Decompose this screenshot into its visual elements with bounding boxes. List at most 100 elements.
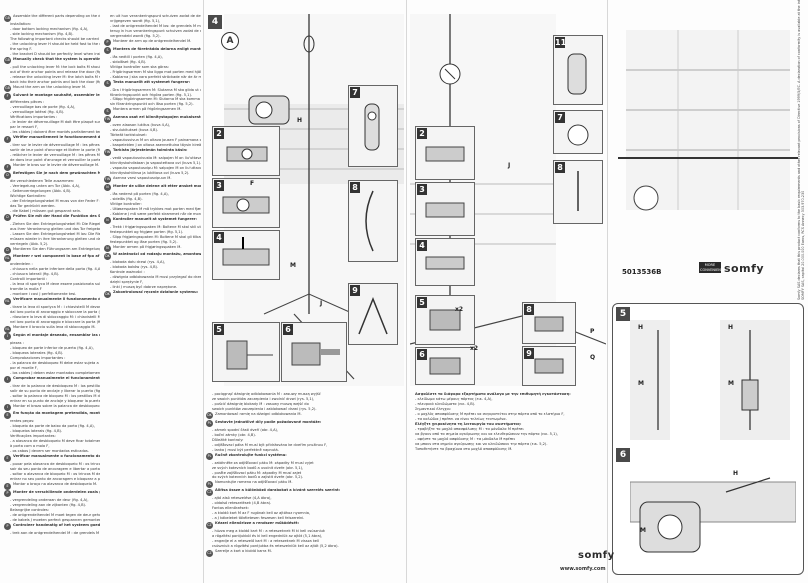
text-line: - les câbles J doivent être montés parfa… (4, 130, 100, 135)
text-line: swoich punktów zaczepienia i zablokować … (206, 407, 406, 412)
language-badge: E (4, 482, 11, 490)
detail-9: 9 (348, 283, 398, 345)
instruction-text: vrijgegeven wordt (fig. 5,1), (110, 18, 161, 23)
instruction-text: Montera armen på frigöringsarmen M. (113, 107, 182, 112)
instruction-text: - ajtó alsó reteszelése (4,A ábra), (212, 496, 272, 501)
instruction-text: - verrouillage bas de porte (fig. 4,A), (10, 105, 76, 110)
instruction-text: - Kablarna J ska vara perfekt sträckade … (110, 74, 201, 79)
text-line: - a alavanca de desbloqueio M deve ficar… (4, 439, 100, 444)
instruction-text: - der Entriegelungshebel M muss von der … (10, 198, 100, 203)
text-line: - montare i cavi J perfettamente tesi. (4, 292, 100, 297)
language-badge: D (4, 171, 11, 179)
instruction-text: ze svých kotevních bodů a uvolnit dveře … (212, 465, 304, 470)
text-line: Kontrole ważności : (104, 270, 201, 275)
instruction-text: Zamontować ramię na dźwigni odblokowania… (215, 411, 302, 416)
text-line: différentes pièces : (4, 100, 100, 105)
text-line: - Kablene J må være perfekt strammet når… (104, 212, 201, 217)
text-line: - der Entriegelungshebel M muss von der … (4, 199, 100, 204)
instruction-text: Monter le bras sur le levier de déverrou… (13, 163, 100, 168)
instruction-text: - relâcher le levier de verrouillage M :… (10, 153, 100, 158)
instruction-text: - door bottom locking mechanism (fig. 4,… (10, 26, 89, 31)
text-line: - bloqueo de parte inferior de puerta (f… (4, 346, 100, 351)
text-line: να βγουν από τα σημεία αγκύρωσης και να … (409, 432, 605, 437)
instruction-text: en uit hun verankeringspunt schuiven zod… (110, 14, 201, 18)
text-line: - Slipp frigjøringsspaken M: Boltene M s… (104, 235, 201, 240)
instruction-text: - a J kábeleket tökéletesen feszesen kel… (212, 516, 305, 521)
product-badge: MORE CONVENIENT (699, 262, 724, 273)
instruction-text: - Dra i frigöringsarmen M: Slutarna M sk… (110, 87, 201, 92)
instruction-text: onderdelen : (10, 262, 33, 267)
text-line: - a J kábeleket tökéletesen feszesen kel… (206, 516, 406, 521)
instruction-text: Wichtige Kontrollen: (10, 193, 47, 198)
text-line: par le ressort F, (4, 125, 100, 130)
instruction-text: - os cabos J devem ser montados esticado… (10, 449, 89, 454)
instruction-text: - pusťte zajišťovací páku M: západky M m… (212, 470, 302, 475)
instruction-text: Monter armen på frigjøringsspaken M. (113, 244, 182, 249)
instruction-text: Mount the arm on the unlocking lever M. (13, 84, 87, 89)
text-line: sair do seu ponto de ancoragem e liberta… (4, 467, 100, 472)
language-badge: FIN (104, 176, 111, 184)
fold-line (607, 0, 608, 583)
text-line: - vergrendeling aan de zijkanten (fig. 4… (4, 503, 100, 508)
text-line: - soltar la palanca de bloqueo M : los p… (4, 394, 100, 399)
instruction-text: - montare i cavi J perfettamente tesi. (10, 292, 77, 297)
text-line: nel loro punto di ancoraggio e bloccare … (4, 320, 100, 325)
instruction-text: de dans leur point d'ancrage et verrouil… (10, 158, 100, 163)
text-line: - linki J muszą być dobrze naprężone. (104, 285, 201, 290)
text-line: - sidolåset (fig. 4,B). (104, 60, 201, 65)
text-line: - Verriegelung unten am Tor (Abb. 4,A), (4, 184, 100, 189)
instruction-text: - kaapeleiden J on oltava asennettuina t… (110, 143, 201, 148)
instruction-text: terug in hun verankeringspunt schuiven z… (110, 28, 201, 33)
instruction-text: - Kablene J må være perfekt strammet når… (110, 211, 201, 216)
instruction-text: - chiusura nella parte inferiore della p… (10, 267, 100, 272)
instruction-text: W zależności od rodzaju montażu, zmontow… (113, 252, 201, 257)
language-badge: F (4, 135, 11, 143)
language-badge: PL (206, 480, 213, 488)
text-line: à porta com a mola F, (4, 444, 100, 449)
language-badge: D (4, 247, 11, 255)
text-line: Σημαντικοί έλεγχοι: (409, 407, 605, 412)
text-line: - dźwignia odblokowania M musi przylegać… (104, 275, 201, 280)
vertical-address: SOMFY SAS, capital 20.000.000 Euros, RCS… (801, 190, 805, 300)
footer-brand-logo: somfy (578, 550, 615, 561)
language-badge: FIN (104, 148, 111, 156)
detail-7: 7 (348, 85, 398, 167)
instruction-text: Montera de företrädda delarna enligt mon… (113, 46, 201, 51)
text-line: Verificações importantes: (4, 434, 100, 439)
language-badge: DK (104, 252, 111, 260)
detail-3: 3 (212, 178, 280, 228)
instruction-text: entrar en su punto de anclaje y bloquear… (10, 398, 100, 403)
language-badge: DK (104, 290, 111, 298)
instruction-text: Manually check that the system is operat… (13, 56, 100, 61)
text-line: Vérifications importantes : (4, 115, 100, 120)
language-badge: S (104, 47, 111, 55)
text-line: vrijgegeven wordt (fig. 5,1), (104, 19, 201, 24)
text-line: out of their anchor points and release t… (4, 70, 100, 75)
text-line: terug in hun verankeringspunt schuiven z… (104, 29, 201, 34)
text-line: en uit hun verankeringspunt schuiven zod… (104, 14, 201, 19)
text-line: - húzza meg a kioldó kart M : a reteszek… (206, 529, 406, 534)
text-line: - release the unlocking lever M: the lat… (4, 75, 100, 80)
instruction-text: - the unlocking lever H should be held f… (10, 41, 100, 46)
instruction-text: csúszniuk a rögzítési pontjukba és retes… (212, 544, 339, 549)
language-badge: N (104, 245, 111, 253)
brand-logo: somfy (724, 262, 765, 275)
language-badge: I (4, 404, 11, 412)
instruction-text: Montieren Sie den Führungsarm am Entrieg… (13, 246, 100, 251)
text-line: kiinnityskohdistaan ja vapautettava ovi … (104, 161, 201, 166)
text-line: - blokada dołu drzwi (rys. 4,A), (104, 260, 201, 265)
instruction-text: à porta com a mola F, (10, 444, 50, 449)
text-line: - os cabos J devem ser montados esticado… (4, 449, 100, 454)
text-line: - bloqueios laterais (fig. 4,B). (4, 429, 100, 434)
text-line: - engedje el a reteszelő kart M : a rete… (206, 539, 406, 544)
text-line: - vergrendeling onderaan de deur (fig. 4… (4, 498, 100, 503)
text-line: Ελέγξτε χειροκίνητα τη λειτουργία του συ… (409, 422, 605, 427)
